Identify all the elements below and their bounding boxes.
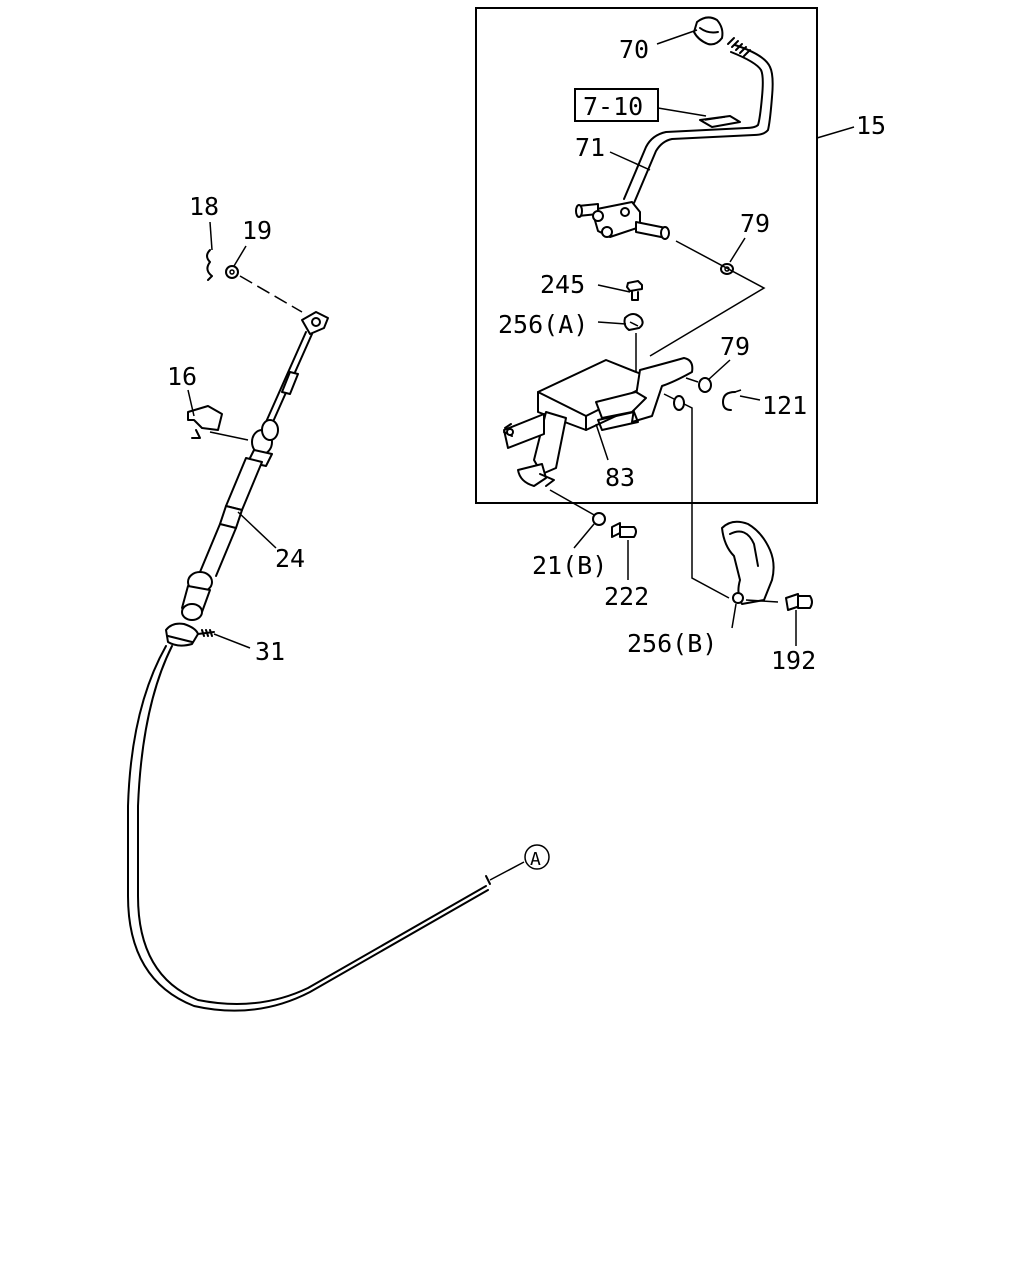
bolt-245 (626, 280, 643, 301)
label-18: 18 (189, 192, 219, 221)
cable-grommet (247, 419, 279, 467)
label-71: 71 (575, 133, 605, 162)
label-79-lower: 79 (720, 332, 750, 361)
bracket-83 (503, 357, 694, 487)
label-ref-a: A (530, 849, 541, 870)
lower-bracket (721, 520, 779, 605)
label-192: 192 (771, 646, 816, 675)
label-83: 83 (605, 463, 635, 492)
cable-end-fitting (301, 311, 329, 335)
bolt-222 (611, 522, 637, 538)
label-16: 16 (167, 362, 197, 391)
label-79-upper: 79 (740, 209, 770, 238)
control-cable (137, 645, 487, 1005)
leader-lever-bracket (649, 240, 766, 357)
shift-knob (693, 16, 724, 46)
clip-121 (722, 391, 736, 411)
label-222: 222 (604, 582, 649, 611)
label-19: 19 (242, 216, 272, 245)
label-70: 70 (619, 35, 649, 64)
label-31: 31 (255, 637, 285, 666)
ref-box-7-10 (574, 88, 659, 122)
washer-19 (225, 265, 239, 279)
label-7-10: 7-10 (583, 92, 643, 121)
label-15: 15 (856, 111, 886, 140)
label-21b: 21(B) (532, 551, 607, 580)
clip-256a (623, 313, 644, 331)
washer-79-lower (698, 377, 712, 393)
label-256b: 256(B) (627, 629, 717, 658)
label-121: 121 (762, 391, 807, 420)
reference-a-circle (524, 844, 550, 870)
washer-21b (592, 512, 606, 526)
label-256a: 256(A) (498, 310, 588, 339)
lever-pivot (575, 201, 670, 240)
bolt-192 (785, 593, 813, 611)
label-24: 24 (275, 544, 305, 573)
shift-lever (623, 37, 774, 204)
assembly-box-15 (475, 7, 818, 504)
clip-18 (206, 249, 213, 281)
clamp-31 (165, 622, 215, 647)
leader-lower-bracket (663, 393, 730, 599)
leader-lines (187, 29, 855, 881)
label-245: 245 (540, 270, 585, 299)
bracket-16 (187, 405, 223, 439)
cable-swivel (181, 571, 213, 621)
cable-sheath-24 (199, 457, 263, 577)
